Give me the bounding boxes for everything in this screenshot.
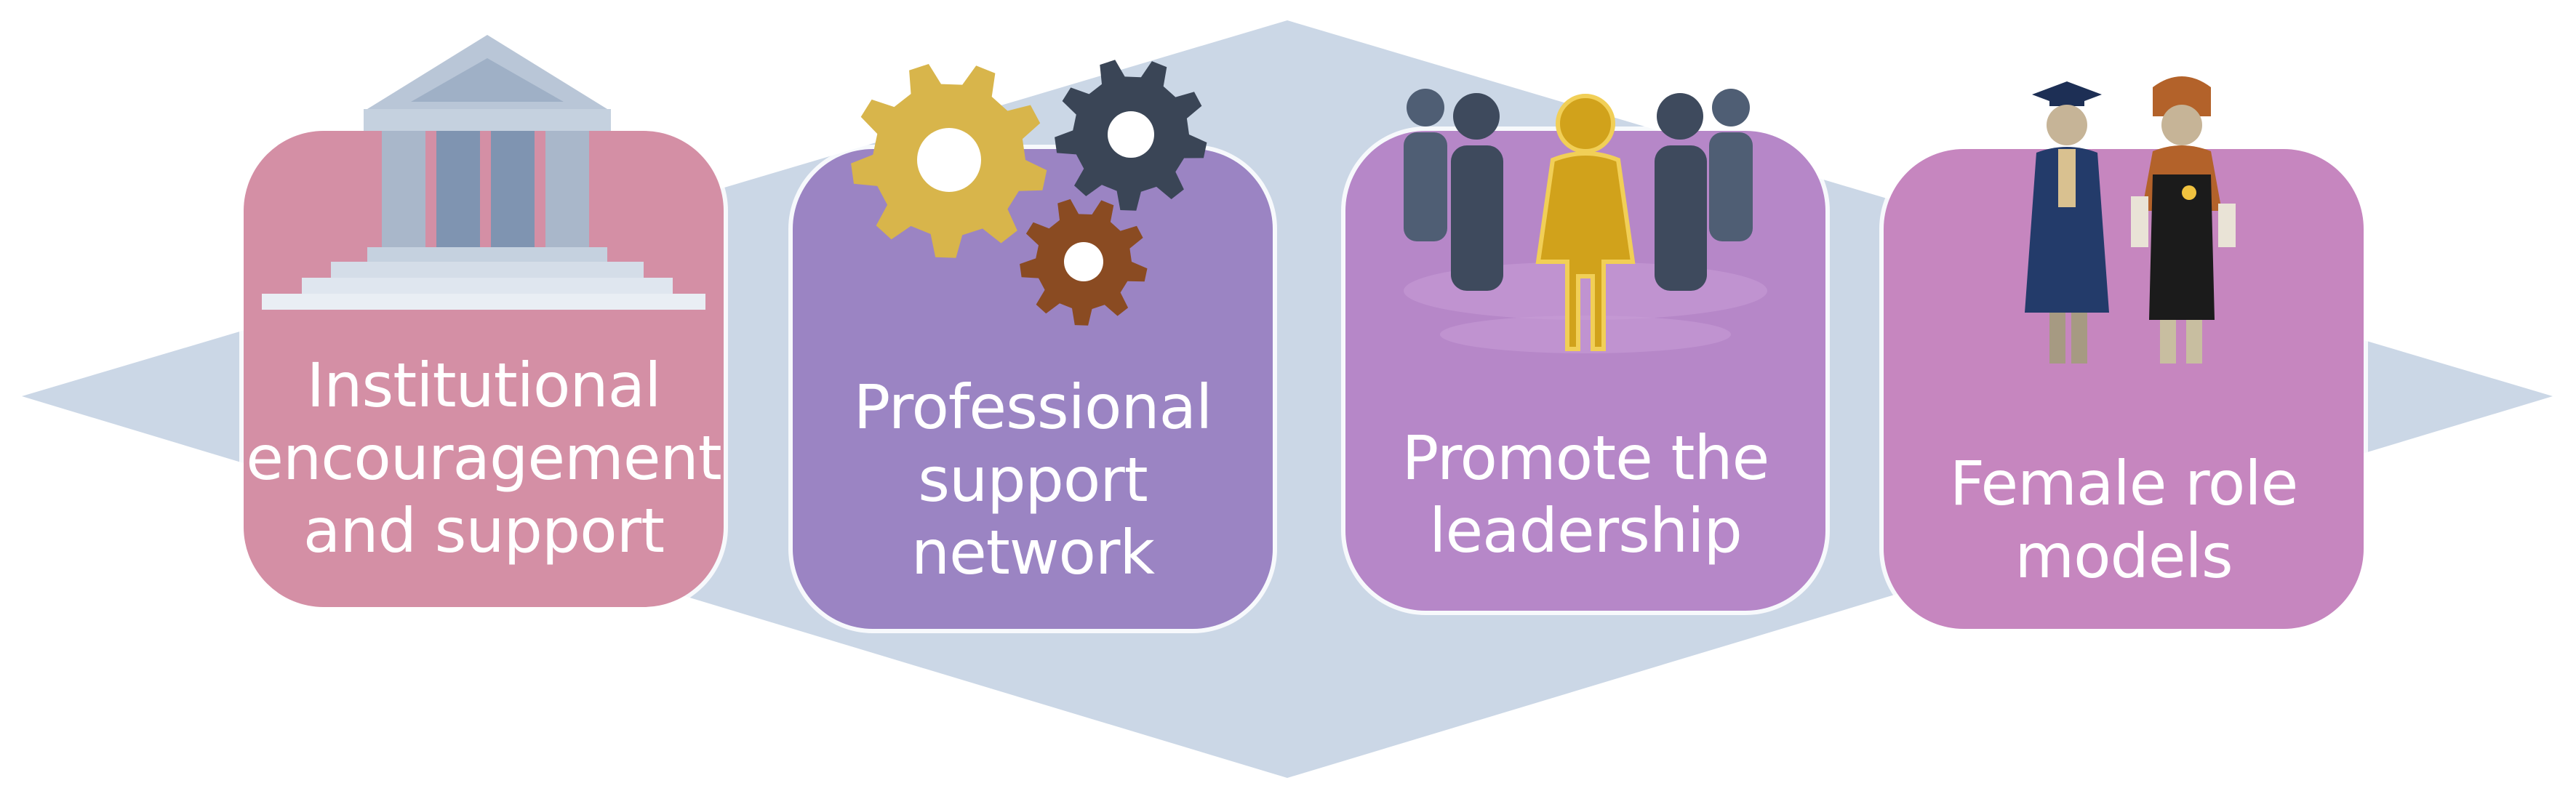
card-role-models: Female role models (1884, 149, 2364, 629)
gear-dark-hole (1108, 111, 1154, 158)
gears-icon (851, 60, 1207, 326)
card-institutional: Institutional encouragement and support (244, 131, 724, 607)
card-institutional-line-1: Institutional (306, 350, 662, 421)
dark-gear (1055, 60, 1207, 211)
card-network-line-3: network (911, 517, 1155, 588)
gear-rust-hole (1064, 242, 1103, 281)
card-leadership-line-2: leadership (1429, 495, 1743, 566)
institution-building-icon (262, 35, 705, 310)
card-network-line-2: support (918, 444, 1148, 515)
graduates-icon (2025, 76, 2236, 364)
gear-gold-hole (917, 128, 981, 192)
rust-gear (1020, 198, 1148, 326)
card-institutional-line-3: and support (303, 495, 665, 566)
card-institutional-label: Institutional encouragement and support (244, 349, 724, 567)
card-role-models-line-1: Female role (1949, 448, 2299, 519)
card-network-label: Professional support network (793, 371, 1273, 589)
card-network-line-1: Professional (853, 372, 1213, 443)
card-leadership-label: Promote the leadership (1345, 422, 1825, 567)
gold-gear (851, 64, 1047, 258)
card-network: Professional support network (793, 149, 1273, 629)
card-role-models-label: Female role models (1884, 447, 2364, 593)
leader-crowd-icon (1404, 89, 1767, 353)
card-institutional-line-2: encouragement (246, 422, 721, 494)
card-leadership-line-1: Promote the (1401, 422, 1770, 494)
card-role-models-line-2: models (2015, 521, 2233, 592)
